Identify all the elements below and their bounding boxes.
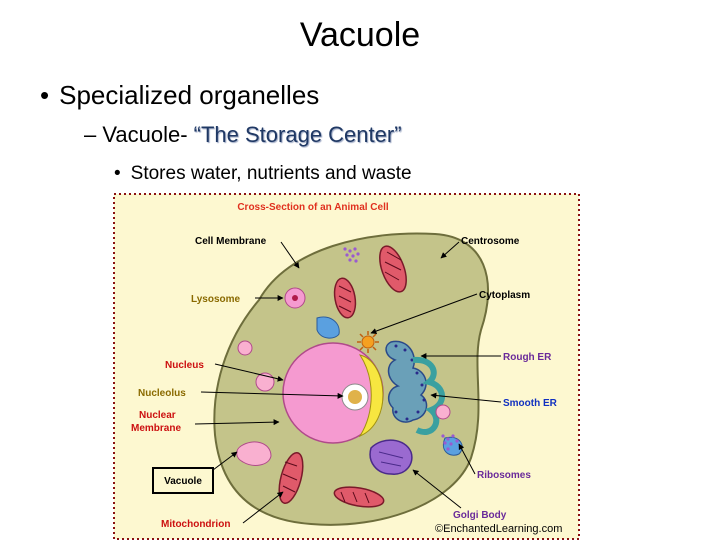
label-nucleus: Nucleus [165, 360, 204, 371]
label-nuclear-membrane-2: Membrane [131, 423, 181, 434]
golgi-inner [378, 451, 404, 467]
nucleolus-shape [358, 354, 384, 438]
label-lysosome: Lysosome [191, 294, 241, 305]
mitochondrion-top-left [333, 277, 357, 319]
bullet-stores: • Stores water, nutrients and waste [114, 163, 412, 185]
slide-title: Vacuole [299, 16, 421, 54]
label-cell-membrane: Cell Membrane [195, 236, 267, 247]
diagram-title: Cross-Section of an Animal Cell [237, 202, 389, 213]
small-circle-left [237, 340, 253, 356]
vacuole-label-box [152, 467, 214, 494]
vacuole-circle [255, 372, 275, 392]
centrosome-shape [357, 331, 379, 353]
label-centrosome: Centrosome [461, 236, 520, 247]
bullet2-prefix: – Vacuole- [84, 122, 194, 147]
rough-er-dots [394, 344, 426, 421]
mitochondrion-top-right [379, 245, 407, 293]
lysosome-dot [292, 295, 298, 301]
ribosome-cluster-top [343, 247, 360, 263]
bullet-dot-icon: • [114, 163, 121, 184]
label-ribosomes: Ribosomes [477, 470, 531, 481]
label-mitochondrion: Mitochondrion [161, 519, 230, 530]
vacuole-shape-blue-2 [443, 436, 463, 456]
label-vacuole: Vacuole [164, 476, 202, 487]
label-cytoplasm: Cytoplasm [479, 290, 530, 301]
mitochondrion-bottom-left [278, 452, 304, 504]
bullet-vacuole: – Vacuole- “The Storage Center” [84, 122, 402, 148]
label-smooth-er: Smooth ER [503, 398, 558, 409]
bullet3-text: Stores water, nutrients and waste [130, 163, 412, 184]
copyright-text: ©EnchantedLearning.com [435, 523, 562, 535]
animal-cell-diagram: Cross-Section of an Animal Cell [113, 193, 580, 540]
golgi-body-shape [369, 439, 413, 475]
bullet1-text: Specialized organelles [59, 80, 320, 110]
label-golgi-body: Golgi Body [453, 510, 507, 521]
bullet-dot-icon: • [40, 80, 50, 110]
bullet2-quote: “The Storage Center” [193, 122, 402, 147]
smooth-er-shape [412, 356, 445, 435]
label-nucleolus: Nucleolus [138, 388, 186, 399]
small-circle-bottom [435, 404, 451, 420]
label-nuclear-membrane-1: Nuclear [139, 410, 176, 421]
vacuole-shape-blue [316, 316, 340, 339]
label-rough-er: Rough ER [503, 352, 552, 363]
pointer-lines [194, 241, 502, 524]
vacuole-main-shape [236, 441, 272, 466]
rough-er-shape [385, 340, 428, 423]
mitochondrion-bottom [333, 486, 385, 508]
nucleolus-dot [348, 390, 362, 404]
ribosome-cluster-right [441, 434, 459, 451]
bullet-specialized-organelles: • Specialized organelles [40, 80, 319, 111]
